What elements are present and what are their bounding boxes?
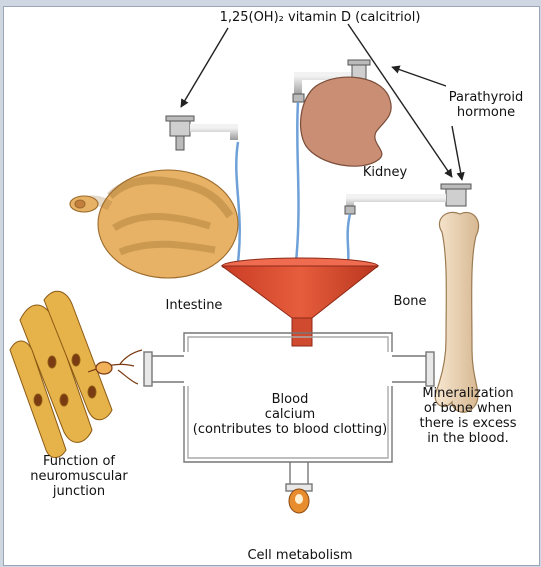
intestine-faucet	[166, 116, 234, 150]
kidney-shape	[301, 77, 392, 166]
arrow-to-intestine	[181, 28, 228, 107]
arrow-pth-to-kidney	[392, 67, 446, 86]
bone-faucet	[345, 184, 471, 214]
neuromuscular-label: Function of neuromuscular junction	[14, 454, 144, 499]
arrow-pth-to-bone	[452, 126, 462, 180]
bone-label: Bone	[380, 294, 440, 309]
cell-metabolism-label: Cell metabolism	[230, 548, 370, 563]
kidney-water-stream	[296, 102, 299, 262]
parathyroid-hormone-label: Parathyroid hormone	[436, 90, 536, 120]
calcitriol-label: 1,25(OH)₂ vitamin D (calcitriol)	[200, 10, 440, 25]
cell-metabolism-cell	[289, 489, 309, 513]
intestine-shape	[70, 170, 238, 278]
mineralization-label: Mineralization of bone when there is exc…	[402, 386, 534, 446]
intestine-water-stream	[236, 142, 239, 262]
blood-calcium-label: Blood calcium (contributes to blood clot…	[190, 392, 390, 437]
kidney-label: Kidney	[350, 165, 420, 180]
intestine-label: Intestine	[154, 298, 234, 313]
bone-shape	[435, 212, 478, 412]
left-outlet	[144, 352, 184, 386]
muscle-cells	[10, 291, 112, 457]
bottom-outlet	[286, 462, 312, 491]
right-outlet	[392, 352, 434, 386]
